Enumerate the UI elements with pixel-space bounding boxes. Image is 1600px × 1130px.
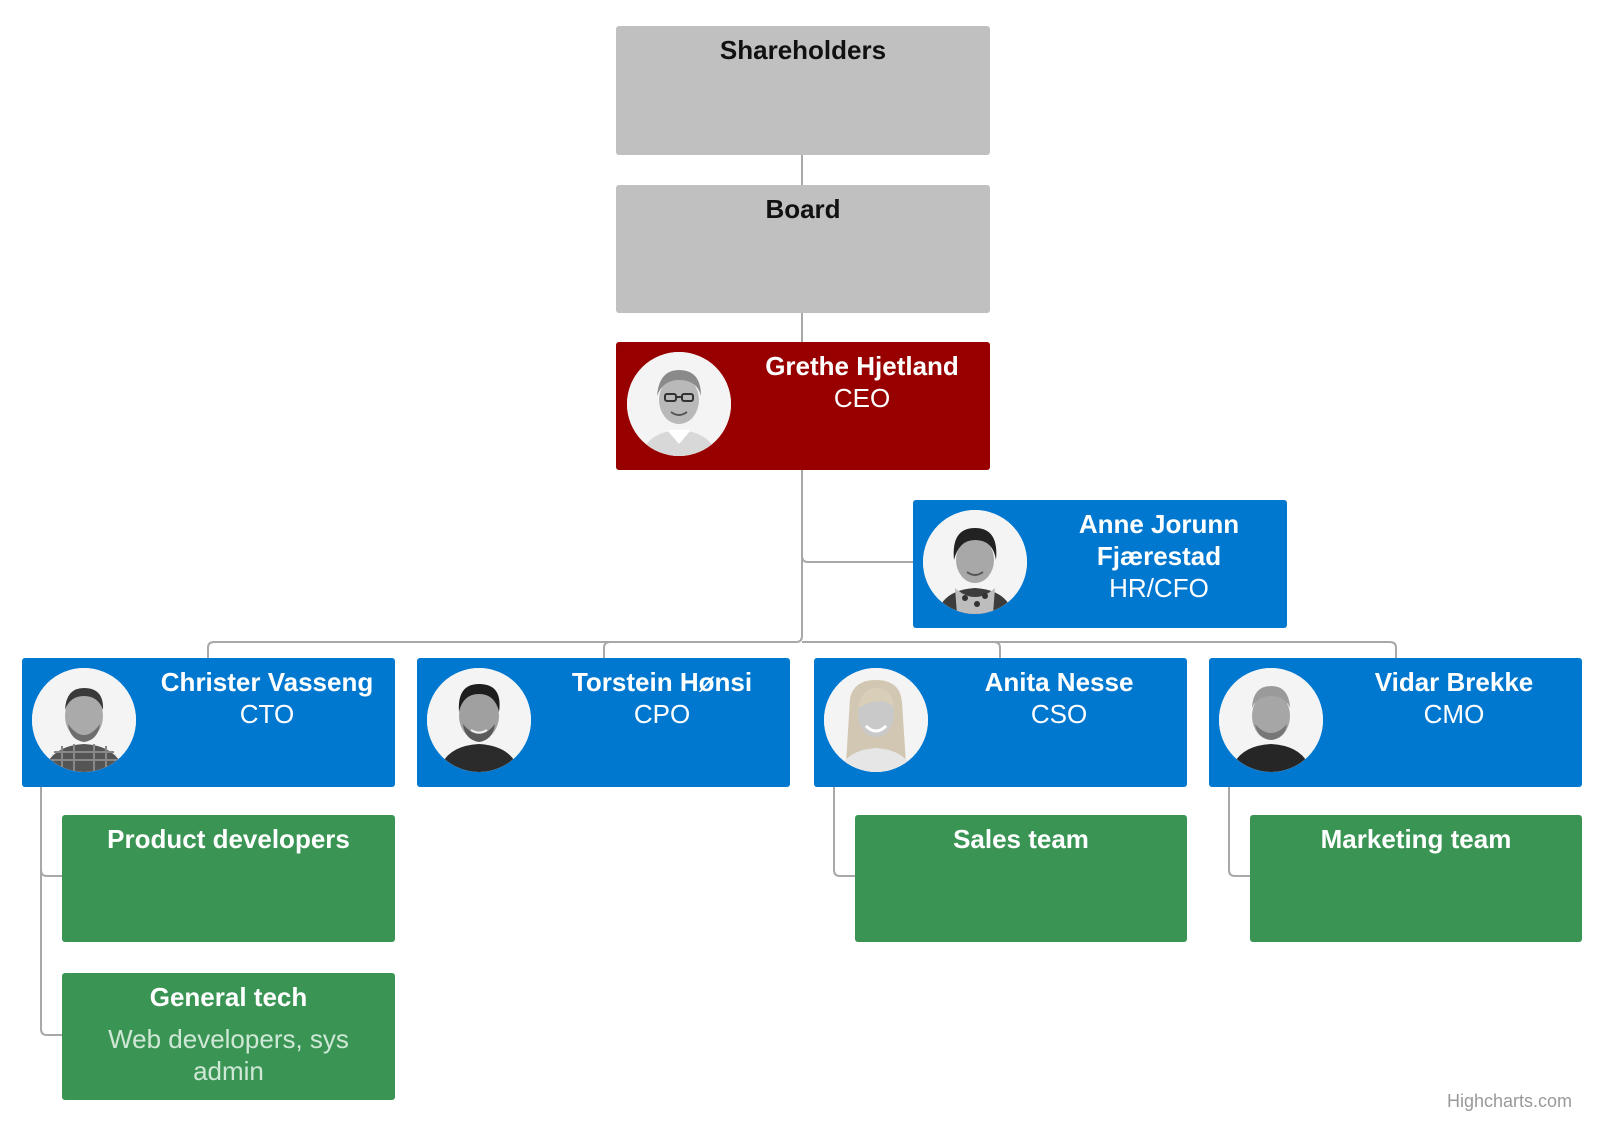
link-cto-tech — [40, 870, 62, 1036]
link-cto-product — [40, 787, 62, 877]
woman-long-hair-portrait-icon — [824, 668, 928, 772]
node-cpo[interactable]: Torstein Hønsi CPO — [417, 658, 790, 787]
link-ceo-cso — [802, 641, 1001, 658]
link-cso-sales — [833, 787, 855, 877]
node-product-developers[interactable]: Product developers — [62, 815, 395, 942]
node-title: CTO — [239, 699, 295, 729]
node-name: Sales team — [953, 824, 1089, 854]
node-marketing-team[interactable]: Marketing team — [1250, 815, 1582, 942]
credits-link[interactable]: Highcharts.com — [1446, 1091, 1572, 1111]
node-name: Marketing team — [1320, 824, 1512, 854]
man-short-hair-portrait-icon — [1219, 668, 1323, 772]
link-ceo-cpo — [603, 641, 611, 658]
node-cto[interactable]: Christer Vasseng CTO — [22, 658, 395, 787]
man-plaid-shirt-portrait-icon — [32, 668, 136, 772]
node-name: General tech — [149, 982, 308, 1012]
node-general-tech[interactable]: General tech Web developers, sys admin — [62, 973, 395, 1100]
node-name: Product developers — [107, 824, 350, 854]
node-name-line1: Anne Jorunn — [1078, 509, 1240, 539]
node-title: CPO — [633, 699, 691, 729]
node-sales-team[interactable]: Sales team — [855, 815, 1187, 942]
node-name: Anita Nesse — [984, 667, 1134, 697]
node-title-line2: admin — [193, 1056, 264, 1086]
node-cso[interactable]: Anita Nesse CSO — [814, 658, 1187, 787]
node-title: HR/CFO — [1109, 573, 1209, 603]
node-name: Christer Vasseng — [160, 667, 374, 697]
node-hr[interactable]: Anne Jorunn Fjærestad HR/CFO — [913, 500, 1287, 628]
node-ceo[interactable]: Grethe Hjetland CEO — [616, 342, 990, 470]
link-ceo-hr — [801, 470, 913, 563]
man-dark-shirt-portrait-icon — [427, 668, 531, 772]
node-board[interactable]: Board — [616, 185, 990, 313]
node-shareholders[interactable]: Shareholders — [616, 26, 990, 155]
node-name: Vidar Brekke — [1374, 667, 1534, 697]
woman-scarf-portrait-icon — [923, 510, 1027, 614]
node-name: Grethe Hjetland — [765, 351, 959, 381]
link-ceo-trunk — [207, 470, 803, 658]
node-name-line2: Fjærestad — [1096, 541, 1222, 571]
node-name: Shareholders — [719, 35, 887, 65]
link-ceo-cmo — [994, 641, 1397, 658]
link-cmo-marketing — [1228, 787, 1250, 877]
node-name: Board — [765, 194, 841, 224]
node-title: CSO — [1030, 699, 1088, 729]
node-title: CEO — [833, 383, 891, 413]
node-name: Torstein Hønsi — [571, 667, 753, 697]
node-cmo[interactable]: Vidar Brekke CMO — [1209, 658, 1582, 787]
node-title: CMO — [1423, 699, 1485, 729]
woman-glasses-portrait-icon — [627, 352, 731, 456]
node-title-line1: Web developers, sys — [108, 1024, 349, 1054]
